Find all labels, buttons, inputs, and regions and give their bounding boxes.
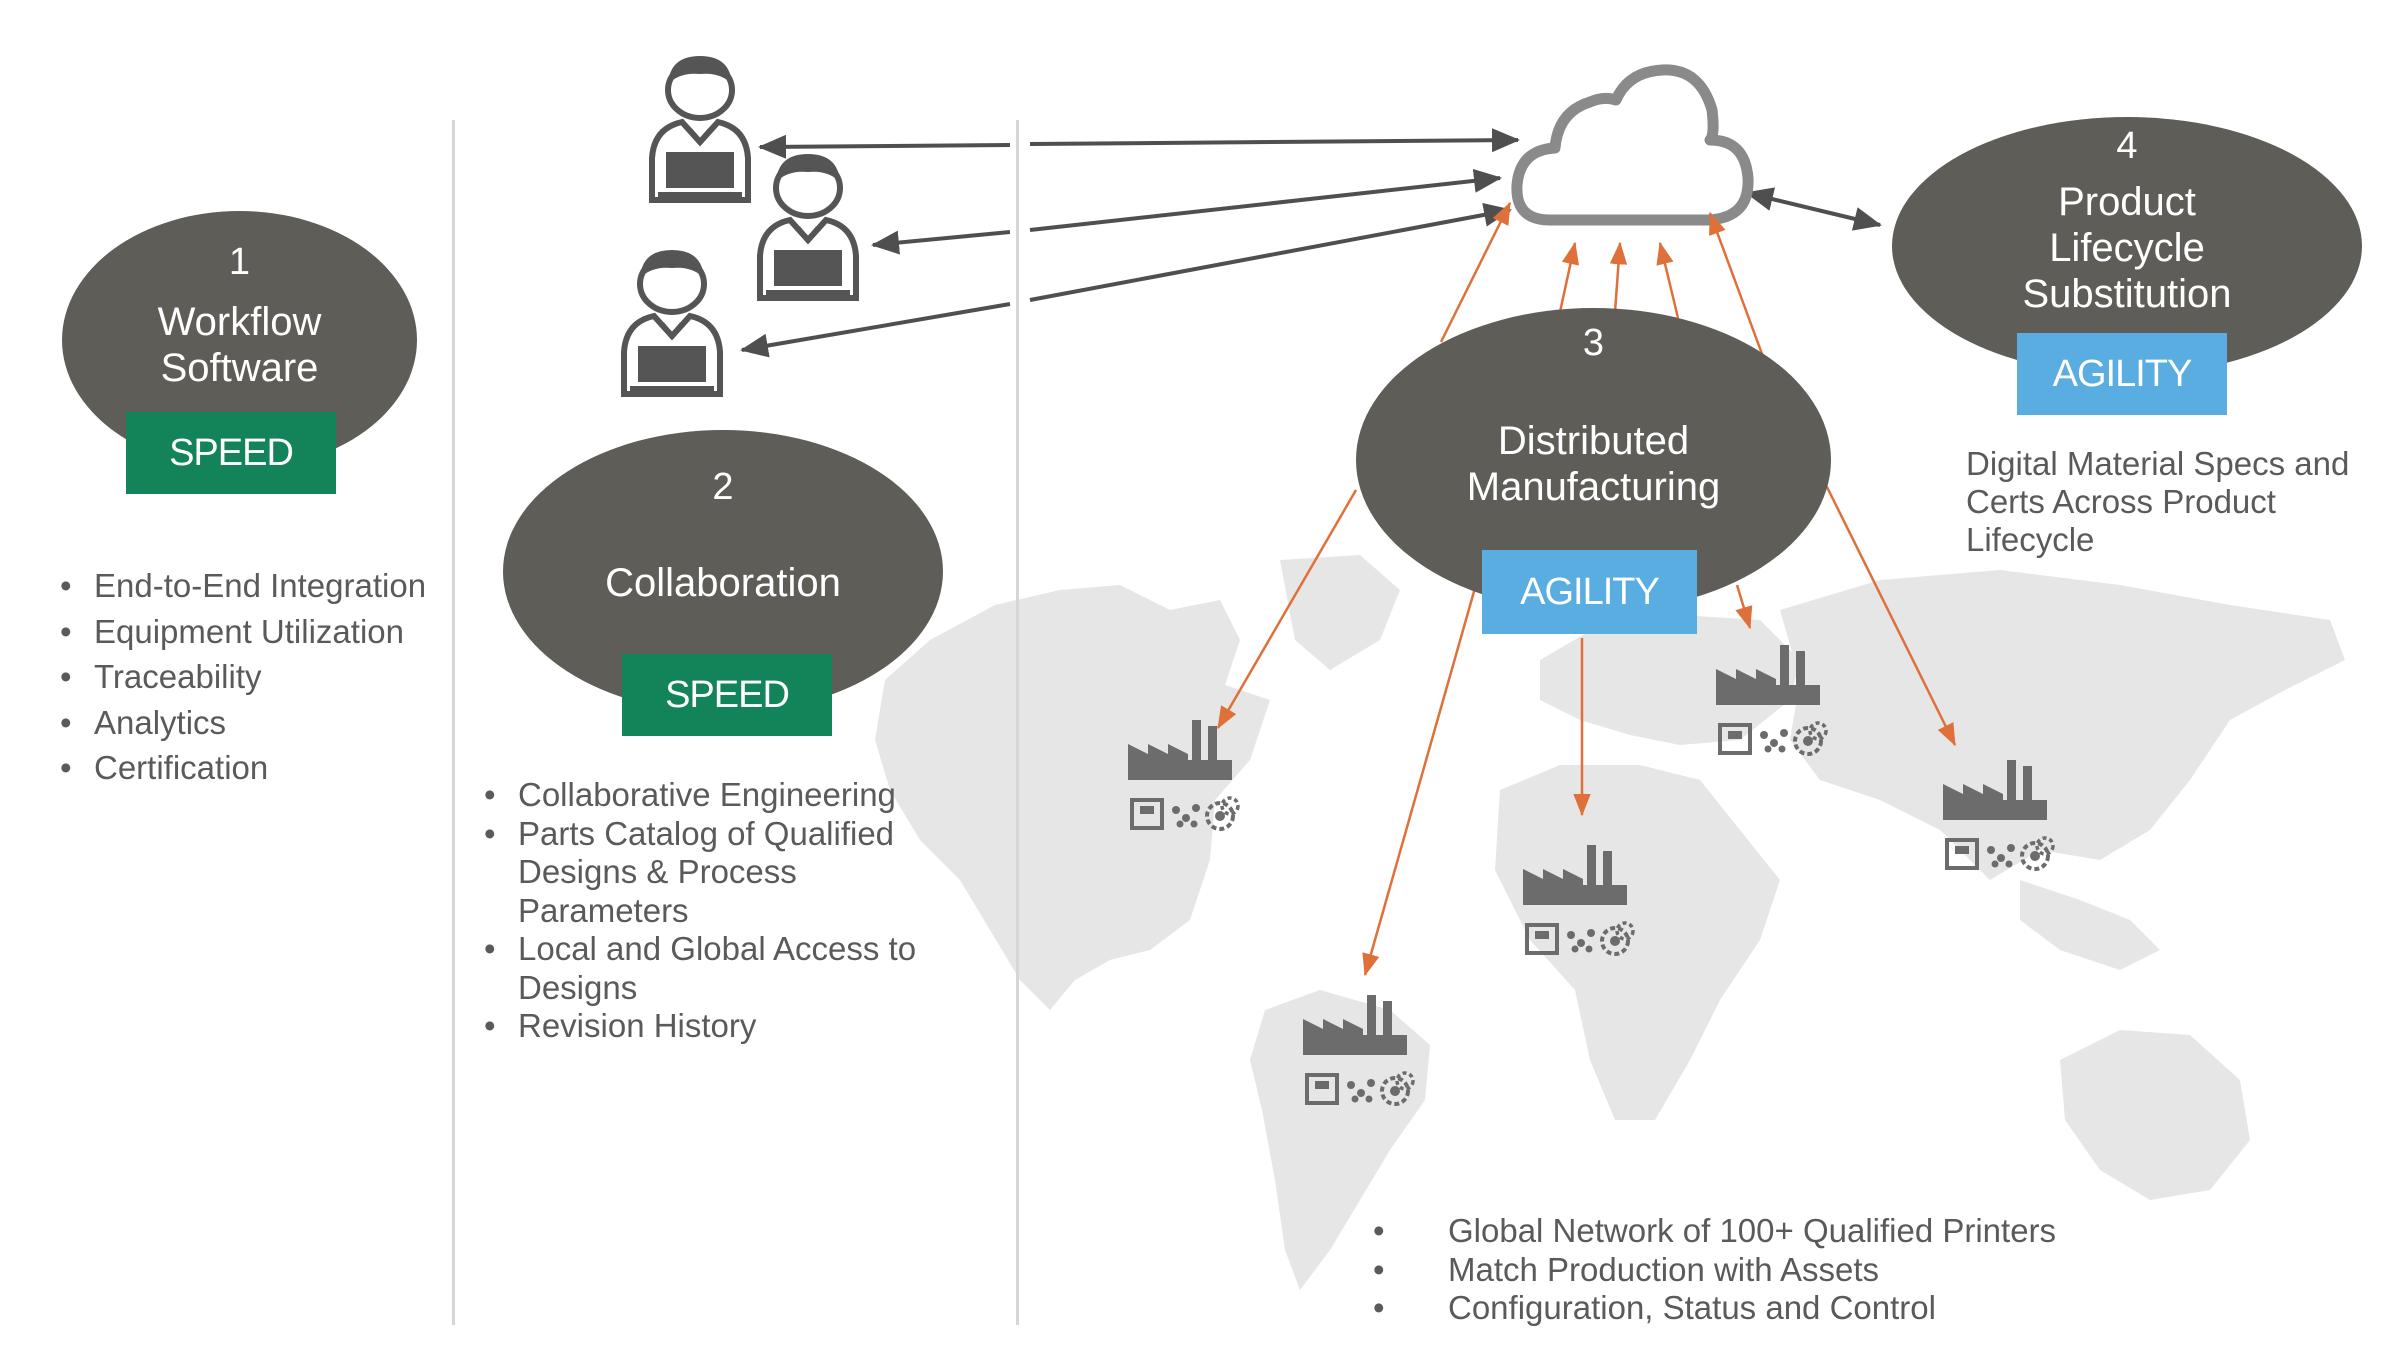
arrow-cloud-lifecycle bbox=[1745, 187, 1882, 231]
arrow-factory-europe bbox=[1735, 584, 1753, 630]
bullet-item: Match Production with Assets bbox=[1373, 1251, 2056, 1290]
bullet-item: Configuration, Status and Control bbox=[1373, 1289, 2056, 1328]
speed-badge: SPEED bbox=[622, 654, 832, 736]
user-laptop-icon bbox=[624, 250, 720, 394]
bullet-item: Traceability bbox=[60, 658, 426, 697]
speed-badge: SPEED bbox=[126, 412, 336, 494]
node-number: 4 bbox=[2116, 125, 2138, 167]
bullet-item: Parts Catalog of Qualified Designs & Pro… bbox=[484, 815, 944, 931]
bullet-item: Global Network of 100+ Qualified Printer… bbox=[1373, 1212, 2056, 1251]
africa-shape bbox=[1495, 765, 1780, 1120]
australia-shape bbox=[2060, 1030, 2250, 1200]
node-title: Collaboration bbox=[605, 561, 841, 605]
node-title-line1: Workflow bbox=[157, 300, 322, 344]
node-title-line2: Lifecycle bbox=[2049, 226, 2205, 270]
column-divider-2 bbox=[1016, 120, 1019, 1325]
distributed-manufacturing-bullets: Global Network of 100+ Qualified Printer… bbox=[1373, 1212, 2056, 1328]
node-title-line2: Software bbox=[160, 346, 319, 390]
north-america-shape bbox=[875, 585, 1270, 1010]
agility-badge: AGILITY bbox=[2017, 333, 2227, 415]
arrow-user3-from-cloud bbox=[740, 302, 1011, 358]
agility-badge: AGILITY bbox=[1482, 550, 1697, 634]
column-divider-1 bbox=[452, 120, 455, 1325]
world-map bbox=[875, 555, 2345, 1290]
node-number: 1 bbox=[228, 241, 251, 283]
node-title-line3: Substitution bbox=[2022, 272, 2232, 316]
user-laptop-icon bbox=[760, 154, 856, 298]
cloud-links bbox=[740, 128, 1882, 358]
collaboration-node: 2 Collaboration bbox=[503, 430, 943, 713]
node-title-line1: Distributed bbox=[1497, 419, 1690, 463]
arrow-user2-to-cloud bbox=[1029, 168, 1502, 232]
arrow-factory-south-america bbox=[1362, 587, 1477, 977]
arrow-mfg-cloud-2 bbox=[1558, 241, 1580, 313]
bullet-item: Local and Global Access to Designs bbox=[484, 930, 944, 1007]
bullet-item: Certification bbox=[60, 749, 426, 788]
arrow-factory-north-america bbox=[1216, 489, 1358, 730]
bullet-item: End-to-End Integration bbox=[60, 567, 426, 606]
collaboration-bullets: Collaborative Engineering Parts Catalog … bbox=[484, 776, 944, 1046]
bullet-item: Equipment Utilization bbox=[60, 613, 426, 652]
node-number: 2 bbox=[712, 466, 734, 508]
europe-shape bbox=[1540, 615, 1800, 745]
user-laptop-icon bbox=[652, 56, 748, 200]
southeast-asia-shape bbox=[2020, 880, 2160, 970]
node-title-line1: Product bbox=[2058, 180, 2196, 224]
bullet-item: Analytics bbox=[60, 704, 426, 743]
bullet-item: Collaborative Engineering bbox=[484, 776, 944, 815]
arrow-mfg-cloud-1 bbox=[1439, 201, 1512, 343]
node-title-line2: Manufacturing bbox=[1466, 465, 1721, 509]
arrow-mfg-cloud-4 bbox=[1656, 241, 1680, 319]
node-number: 3 bbox=[1582, 322, 1605, 364]
workflow-software-bullets: End-to-End Integration Equipment Utiliza… bbox=[60, 567, 426, 788]
product-lifecycle-node: 4 Product Lifecycle Substitution bbox=[1892, 117, 2362, 375]
arrow-user2-from-cloud bbox=[871, 230, 1011, 255]
greenland-shape bbox=[1280, 555, 1400, 670]
asia-shape bbox=[1780, 570, 2345, 880]
arrow-mfg-cloud-5 bbox=[1708, 211, 1767, 363]
arrow-factory-asia bbox=[1824, 484, 1957, 747]
cloud-icon bbox=[1511, 64, 1754, 226]
arrow-user3-to-cloud bbox=[1029, 202, 1512, 302]
arrow-mfg-cloud-3 bbox=[1609, 241, 1628, 313]
arrow-user1-from-cloud bbox=[758, 134, 1011, 159]
product-lifecycle-note: Digital Material Specs and Certs Across … bbox=[1966, 445, 2350, 558]
arrow-user1-to-cloud bbox=[1029, 128, 1520, 153]
manufacturing-links bbox=[1216, 201, 1957, 977]
bullet-item: Revision History bbox=[484, 1007, 944, 1046]
south-america-shape bbox=[1250, 990, 1430, 1290]
